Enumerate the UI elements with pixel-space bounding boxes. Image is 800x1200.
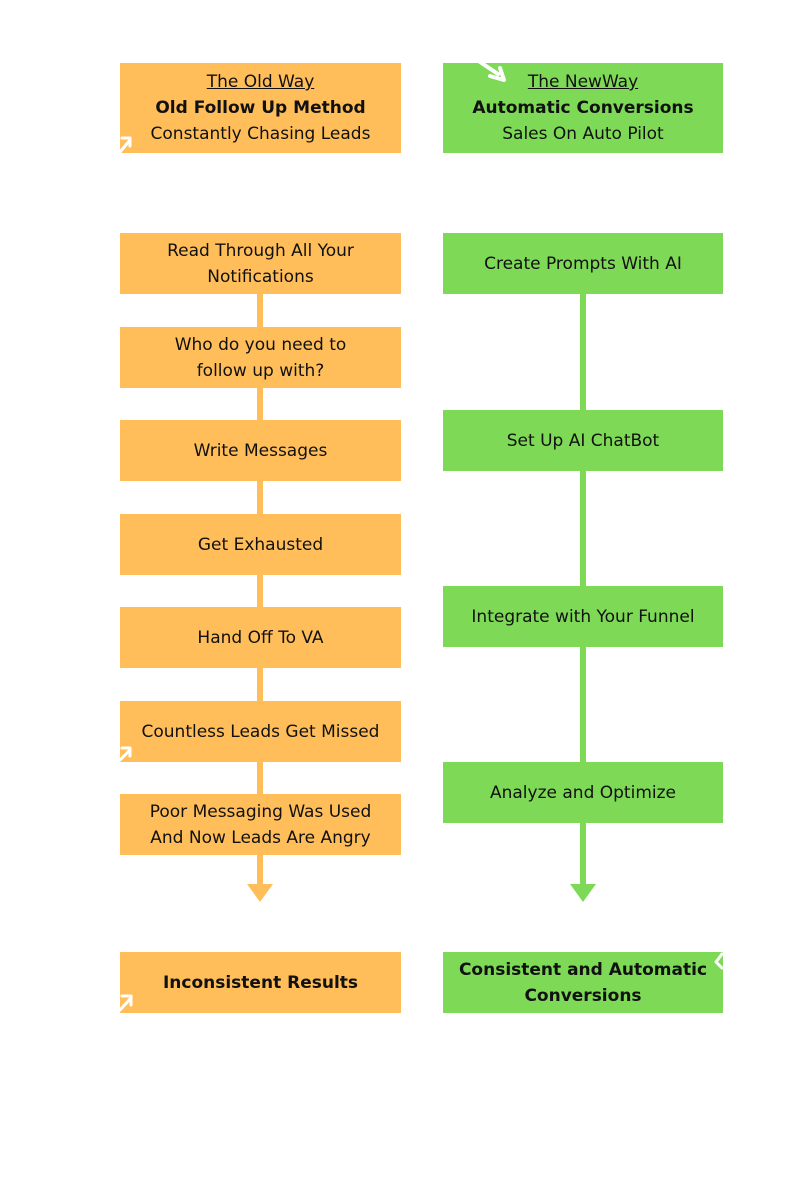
new-way-step: Create Prompts With AI	[443, 233, 723, 294]
old-way-tagline: Constantly Chasing Leads	[150, 124, 371, 144]
old-way-step-label: Get Exhausted	[197, 534, 324, 555]
old-way-subtitle: The Old Way	[206, 72, 315, 92]
new-way-step: Integrate with Your Funnel	[443, 586, 723, 647]
old-way-result: Inconsistent Results	[162, 972, 359, 993]
old-way-connector-line	[257, 294, 263, 886]
old-way-title: Old Follow Up Method	[155, 98, 366, 118]
old-way-step-label: Who do you need to follow up with?	[174, 334, 347, 381]
old-way-step-label: Countless Leads Get Missed	[141, 721, 380, 742]
old-way-step: Poor Messaging Was Used And Now Leads Ar…	[120, 794, 401, 855]
old-way-step: Who do you need to follow up with?	[120, 327, 401, 388]
old-way-step: Write Messages	[120, 420, 401, 481]
new-way-result-box: Consistent and Automatic Conversions	[443, 952, 723, 1013]
old-way-step: Hand Off To VA	[120, 607, 401, 668]
new-way-arrow-head	[570, 884, 596, 902]
old-way-arrow-head	[247, 884, 273, 902]
old-way-step: Read Through All Your Notifications	[120, 233, 401, 294]
new-way-header-box: The NewWay Automatic Conversions Sales O…	[443, 63, 723, 153]
new-way-tagline: Sales On Auto Pilot	[502, 124, 664, 144]
old-way-step-label: Poor Messaging Was Used And Now Leads Ar…	[149, 801, 372, 848]
old-way-result-box: Inconsistent Results	[120, 952, 401, 1013]
old-way-step: Countless Leads Get Missed	[120, 701, 401, 762]
new-way-step-label: Integrate with Your Funnel	[471, 606, 695, 627]
new-way-step: Analyze and Optimize	[443, 762, 723, 823]
old-way-step-label: Read Through All Your Notifications	[167, 240, 354, 287]
old-way-step-label: Write Messages	[193, 440, 328, 461]
new-way-step-label: Set Up AI ChatBot	[506, 430, 660, 451]
new-way-step-label: Create Prompts With AI	[484, 253, 682, 274]
old-way-step: Get Exhausted	[120, 514, 401, 575]
new-way-result: Consistent and Automatic Conversions	[458, 959, 708, 1006]
new-way-step: Set Up AI ChatBot	[443, 410, 723, 471]
new-way-step-label: Analyze and Optimize	[489, 782, 676, 803]
new-way-subtitle: The NewWay	[527, 72, 639, 92]
new-way-title: Automatic Conversions	[472, 98, 694, 118]
old-way-header-box: The Old Way Old Follow Up Method Constan…	[120, 63, 401, 153]
old-way-step-label: Hand Off To VA	[197, 627, 324, 648]
